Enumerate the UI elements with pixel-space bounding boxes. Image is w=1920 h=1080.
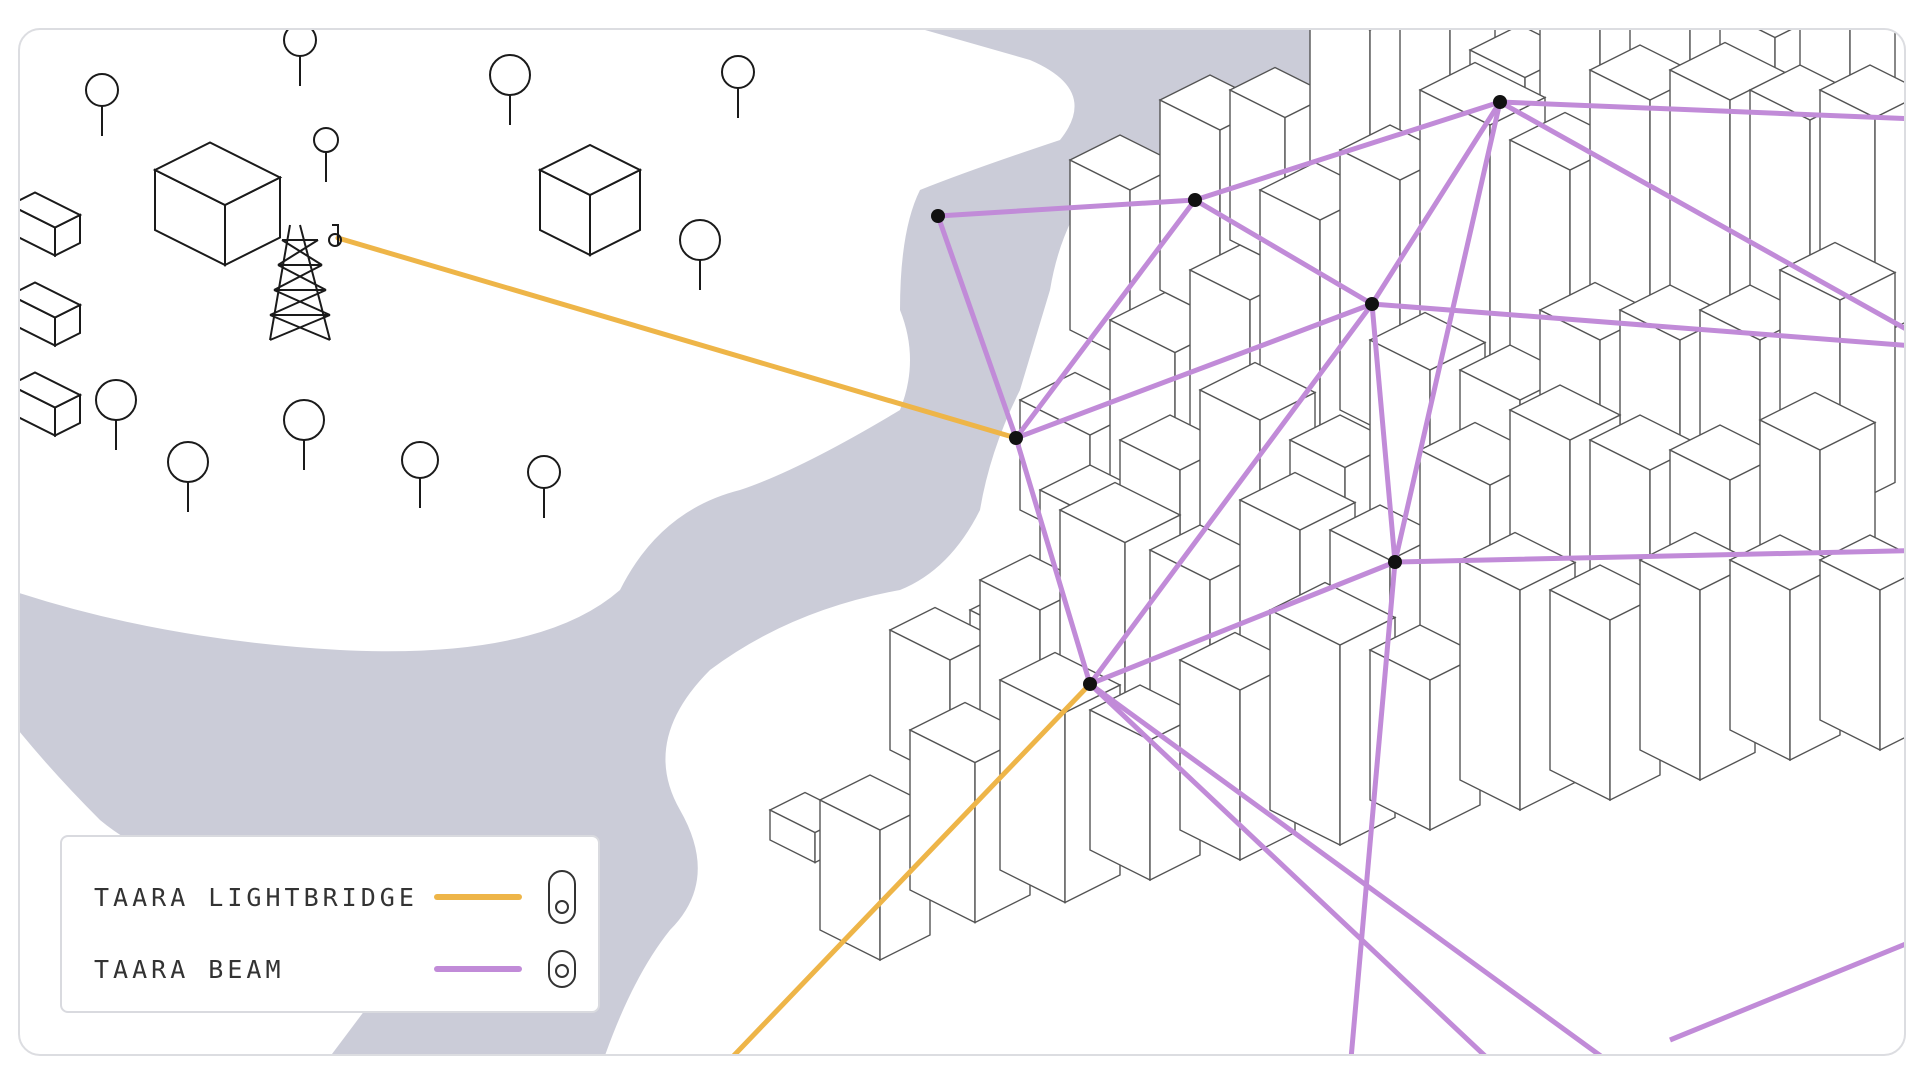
map-frame: TAARA LIGHTBRIDGE TAARA BEAM [18, 28, 1906, 1056]
network-node [1009, 431, 1023, 445]
countryside [85, 30, 755, 518]
tree-icon [489, 54, 531, 125]
house [20, 371, 83, 438]
network-node [1365, 297, 1379, 311]
beam-link [1013, 301, 1375, 441]
network-node [1388, 555, 1402, 569]
beam-link [1192, 99, 1503, 203]
lightbridge-link [335, 235, 1019, 441]
legend-item-beam: TAARA BEAM [94, 949, 578, 989]
network-node [931, 209, 945, 223]
lightbridge-device-icon [548, 870, 576, 924]
network-node [1188, 193, 1202, 207]
tree-icon [283, 399, 325, 470]
network-links [335, 99, 1904, 1054]
tree-icon [313, 127, 339, 182]
transmission-tower-icon [269, 224, 342, 341]
tree-icon [527, 455, 561, 518]
house [20, 281, 83, 348]
house [152, 141, 283, 267]
network-node [1493, 95, 1507, 109]
beam-link [1669, 941, 1904, 1043]
lightbridge-line-swatch [434, 894, 522, 900]
tree-icon [679, 219, 721, 290]
house [20, 191, 83, 258]
river [20, 30, 1447, 1054]
network-nodes [931, 95, 1507, 691]
beam-link [1087, 559, 1398, 687]
beam-link [1392, 548, 1904, 565]
building [1088, 684, 1202, 882]
network-illustration [20, 30, 1904, 1054]
tree-icon [401, 441, 439, 508]
legend-label-lightbridge: TAARA LIGHTBRIDGE [94, 882, 418, 912]
beam-line-swatch [434, 966, 522, 972]
legend-label-beam: TAARA BEAM [94, 954, 285, 984]
house [537, 143, 643, 257]
beam-link [1497, 99, 1904, 331]
tree-icon [721, 55, 755, 118]
beam-link [1497, 99, 1904, 122]
legend-item-lightbridge: TAARA LIGHTBRIDGE [94, 870, 578, 924]
beam-link [1369, 301, 1398, 565]
tree-icon [283, 30, 317, 86]
beam-device-icon [548, 950, 576, 988]
houses [20, 141, 643, 438]
beam-link [935, 213, 1019, 441]
building [1818, 534, 1904, 752]
beam-link [1192, 197, 1375, 307]
beam-link [1088, 681, 1603, 1054]
legend: TAARA LIGHTBRIDGE TAARA BEAM [60, 835, 600, 1013]
beam-link [1013, 435, 1093, 687]
tree-icon [95, 379, 137, 450]
tree-icon [85, 73, 119, 136]
tree-icon [167, 441, 209, 512]
beam-link [935, 197, 1198, 219]
beam-link [1369, 301, 1904, 348]
beam-link [1348, 561, 1398, 1054]
beam-link [1088, 682, 1487, 1054]
beam-link [1087, 301, 1375, 687]
beam-link [1013, 197, 1198, 441]
beam-link [1369, 99, 1503, 307]
network-node [1083, 677, 1097, 691]
beam-link [1392, 99, 1503, 565]
lightbridge-link [731, 682, 1092, 1054]
